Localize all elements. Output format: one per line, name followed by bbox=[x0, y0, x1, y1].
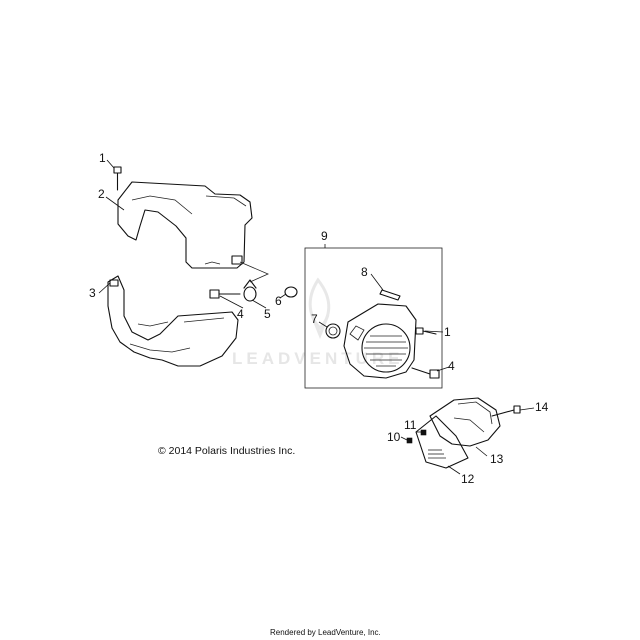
callout-12: 12 bbox=[461, 472, 475, 486]
callout-1-right: 1 bbox=[444, 325, 451, 339]
bolt-1-right bbox=[415, 327, 437, 335]
grommet-part-5 bbox=[243, 279, 257, 302]
screen-part-8 bbox=[379, 289, 401, 301]
bolt-1-upper bbox=[113, 166, 122, 191]
callout-11: 11 bbox=[404, 418, 417, 432]
screen-mesh bbox=[428, 449, 446, 459]
watermark: LEADVENTURE bbox=[232, 277, 404, 368]
seal-part-7 bbox=[325, 323, 341, 339]
alignment-lines bbox=[239, 261, 269, 283]
callout-10: 10 bbox=[387, 430, 401, 444]
callout-4-right: 4 bbox=[448, 359, 455, 373]
fastener-part-10 bbox=[406, 437, 413, 444]
callout-2: 2 bbox=[98, 187, 105, 201]
watermark-flame-icon bbox=[308, 277, 331, 340]
callout-3: 3 bbox=[89, 286, 96, 300]
bolt-4-right bbox=[411, 367, 440, 379]
copyright-text: © 2014 Polaris Industries Inc. bbox=[158, 445, 295, 457]
leader-lines bbox=[98, 159, 535, 475]
footer-credit: Rendered by LeadVenture, Inc. bbox=[270, 628, 381, 637]
callout-9: 9 bbox=[321, 229, 328, 243]
callout-5: 5 bbox=[264, 307, 271, 321]
housing-fins bbox=[364, 335, 408, 367]
plug-part-6 bbox=[284, 286, 298, 298]
callout-1-upper: 1 bbox=[99, 151, 106, 165]
callout-7: 7 bbox=[311, 312, 318, 326]
fastener-part-11 bbox=[420, 429, 427, 436]
fan-housing bbox=[343, 303, 417, 379]
screen-cover-part-12 bbox=[415, 415, 469, 469]
callout-6: 6 bbox=[275, 294, 282, 308]
upper-shroud-part-2 bbox=[117, 181, 253, 269]
watermark-text: LEADVENTURE bbox=[232, 349, 404, 368]
callout-13: 13 bbox=[490, 452, 504, 466]
assembly-box-part-9 bbox=[304, 247, 443, 389]
callout-14: 14 bbox=[535, 400, 549, 414]
outer-cover-part-13 bbox=[429, 397, 501, 447]
callouts: 1 2 3 4 5 6 9 8 7 1 4 14 11 10 13 12 bbox=[89, 151, 549, 486]
callout-8: 8 bbox=[361, 265, 368, 279]
bolt-part-14 bbox=[491, 405, 521, 417]
bolt-4-left bbox=[209, 289, 241, 299]
callout-4-left: 4 bbox=[237, 307, 244, 321]
